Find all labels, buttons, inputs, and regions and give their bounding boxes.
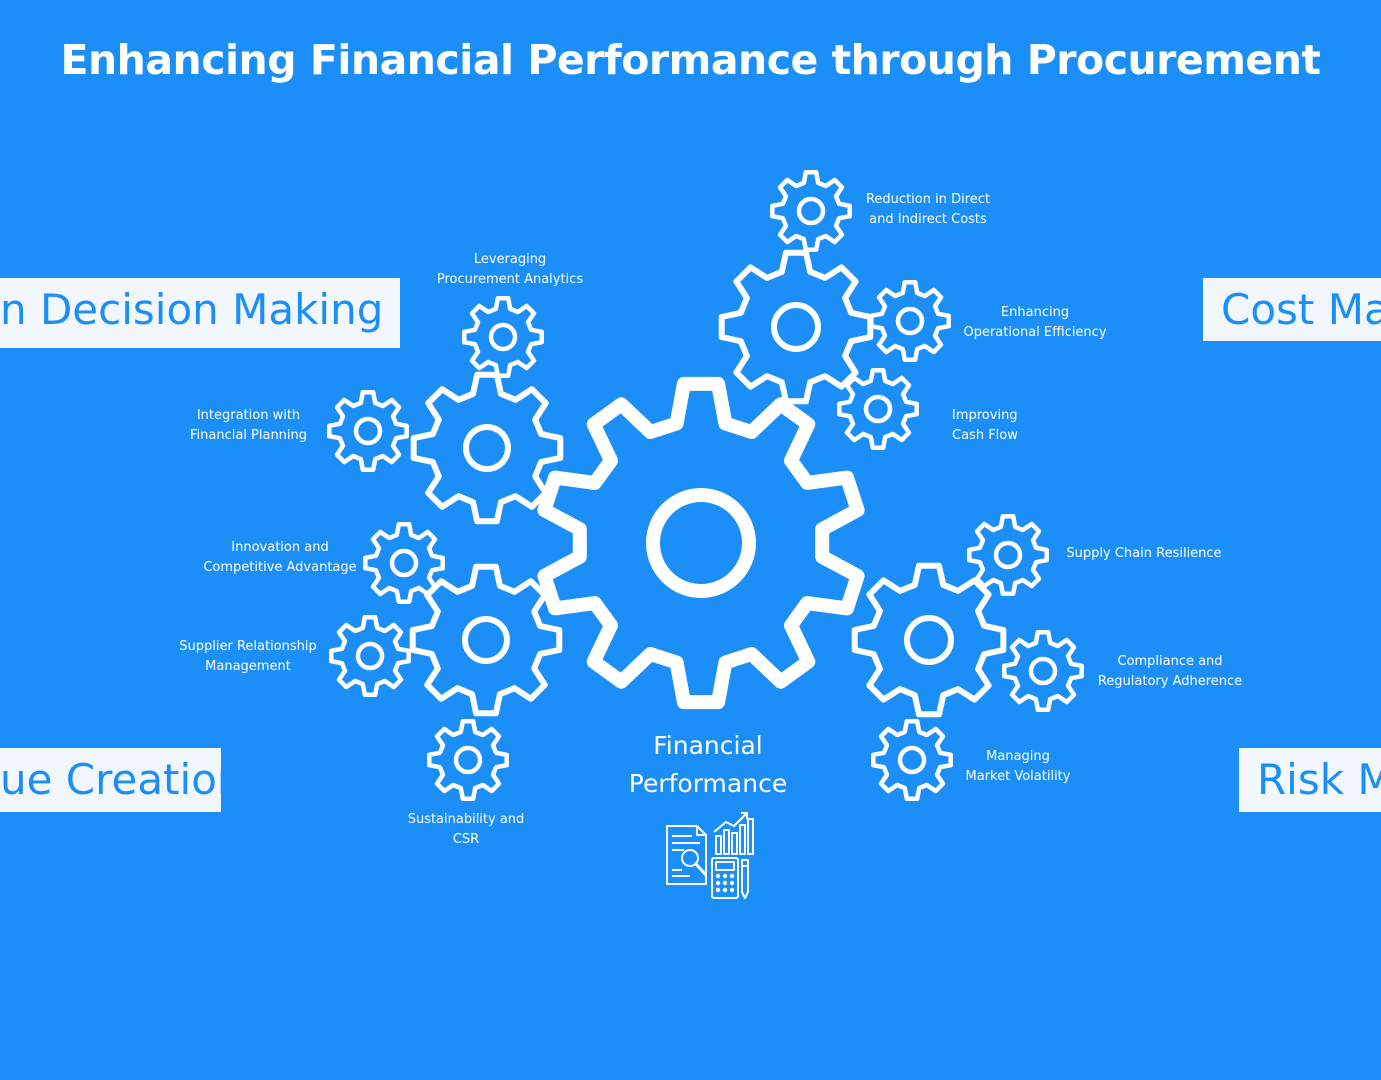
- gear-icon-risk-management: [851, 562, 1007, 718]
- pillar-decision-making-text: n Decision Making: [0, 285, 384, 334]
- center-label-line2: Performance: [628, 769, 788, 798]
- pillar-risk-management: Risk M: [1239, 748, 1381, 812]
- label-line: Operational Efficiency: [963, 324, 1107, 340]
- label-innovation: Innovation and Competitive Advantage: [200, 538, 360, 577]
- label-line: Regulatory Adherence: [1097, 673, 1243, 689]
- gear-icon-sustainability: [427, 719, 509, 801]
- label-line: Supplier Relationship: [179, 639, 317, 654]
- label-sustainability: Sustainability and CSR: [398, 810, 534, 849]
- label-cost-reduction: Reduction in Direct and Indirect Costs: [856, 190, 1000, 229]
- label-line: Innovation and: [231, 540, 329, 555]
- label-integration-planning: Integration with Financial Planning: [176, 406, 321, 445]
- label-line: Financial Planning: [189, 427, 308, 443]
- gear-icon-value-creation: [409, 563, 563, 717]
- gear-icon-supply-chain: [967, 514, 1049, 596]
- gear-icon-operational: [869, 280, 951, 362]
- pillar-value-creation-text: ue Creation: [0, 755, 221, 804]
- label-market-volatility: Managing Market Volatility: [958, 747, 1078, 786]
- center-label-line1: Financial: [653, 731, 763, 760]
- label-line: Compliance and: [1117, 654, 1223, 669]
- label-line: Supply Chain Resilience: [1066, 546, 1222, 561]
- gear-icon-cost-management: [718, 249, 874, 405]
- center-label: Financial Performance: [588, 727, 828, 803]
- label-line: Sustainability and: [407, 812, 525, 827]
- pillar-cost-management: Cost Mar: [1203, 278, 1381, 341]
- pillar-value-creation: ue Creation: [0, 748, 221, 812]
- label-supplier-relationship: Supplier Relationship Management: [170, 637, 326, 676]
- label-line: Integration with: [196, 408, 301, 423]
- label-operational-efficiency: Enhancing Operational Efficiency: [955, 303, 1115, 342]
- financial-report-icon: [666, 812, 754, 899]
- page-title: Enhancing Financial Performance through …: [60, 36, 1321, 84]
- gear-icon-decision-making: [410, 371, 564, 525]
- gear-icon-compliance: [1002, 630, 1084, 712]
- label-line: Cash Flow: [952, 427, 1018, 443]
- pillar-cost-management-text: Cost Mar: [1221, 285, 1381, 334]
- label-line: CSR: [452, 831, 480, 847]
- gear-icon-supplier: [329, 615, 411, 697]
- label-line: Improving: [952, 408, 1018, 423]
- label-line: Reduction in Direct: [865, 192, 991, 207]
- main-gear-icon: [537, 376, 865, 710]
- label-line: Leveraging: [473, 252, 547, 267]
- label-line: Managing: [986, 749, 1050, 764]
- gear-icon-market: [871, 719, 953, 801]
- gear-icon-reduction: [770, 170, 852, 252]
- gear-icon-leveraging: [462, 296, 544, 378]
- label-supply-chain: Supply Chain Resilience: [1060, 544, 1228, 564]
- label-compliance: Compliance and Regulatory Adherence: [1090, 652, 1250, 691]
- label-cash-flow: Improving Cash Flow: [952, 406, 1052, 445]
- label-line: and Indirect Costs: [869, 211, 987, 227]
- label-line: Market Volatility: [965, 768, 1071, 784]
- label-line: Competitive Advantage: [203, 559, 357, 575]
- label-leveraging-analytics: Leveraging Procurement Analytics: [430, 250, 590, 289]
- label-line: Procurement Analytics: [436, 271, 584, 287]
- label-line: Enhancing: [1000, 305, 1070, 320]
- label-line: Management: [205, 658, 291, 674]
- pillar-decision-making: n Decision Making: [0, 278, 400, 348]
- gear-icon-innovation: [363, 522, 445, 604]
- gear-icon-cashflow: [837, 368, 919, 450]
- gear-icon-integration: [327, 390, 409, 472]
- pillar-risk-management-text: Risk M: [1257, 755, 1381, 804]
